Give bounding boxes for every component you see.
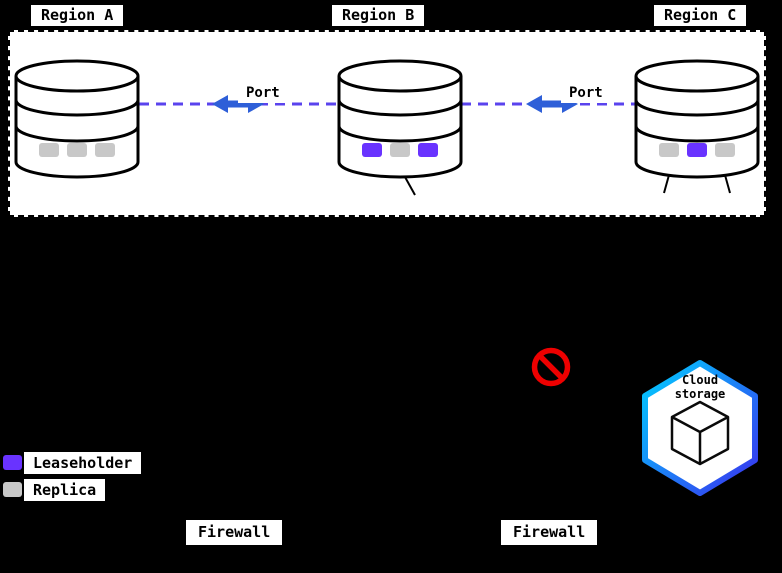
cloud-storage-label-line2: storage <box>675 387 726 401</box>
region-c-label: Region C <box>652 3 749 28</box>
leader-line <box>724 174 731 194</box>
db-slot <box>687 143 707 157</box>
db-slot <box>67 143 87 157</box>
cube-icon <box>670 400 730 466</box>
db-slot <box>418 143 438 157</box>
database-region-c-icon <box>634 59 760 194</box>
leader-line <box>404 176 416 196</box>
region-b-label: Region B <box>330 3 427 28</box>
firewall-label-2: Firewall <box>501 520 598 545</box>
leaseholder-swatch-icon <box>3 455 22 470</box>
database-region-b-icon <box>337 59 463 196</box>
replica-swatch-icon <box>3 482 22 497</box>
firewall-label-1: Firewall <box>186 520 283 545</box>
db-slot <box>95 143 115 157</box>
port-label-bc: Port <box>561 84 611 103</box>
database-region-a-icon <box>14 59 140 179</box>
db-slot <box>715 143 735 157</box>
legend-leaseholder-label: Leaseholder <box>24 452 142 474</box>
cloud-storage-label-line1: Cloud <box>682 373 718 387</box>
port-label-ab: Port <box>238 84 288 103</box>
db-slot <box>390 143 410 157</box>
region-a-label: Region A <box>29 3 126 28</box>
leader-line <box>663 174 670 194</box>
no-access-icon <box>531 347 571 387</box>
db-slot <box>39 143 59 157</box>
cloud-storage-icon: Cloud storage <box>642 360 758 496</box>
legend-replica-label: Replica <box>24 479 106 501</box>
db-slot <box>659 143 679 157</box>
db-slot <box>362 143 382 157</box>
